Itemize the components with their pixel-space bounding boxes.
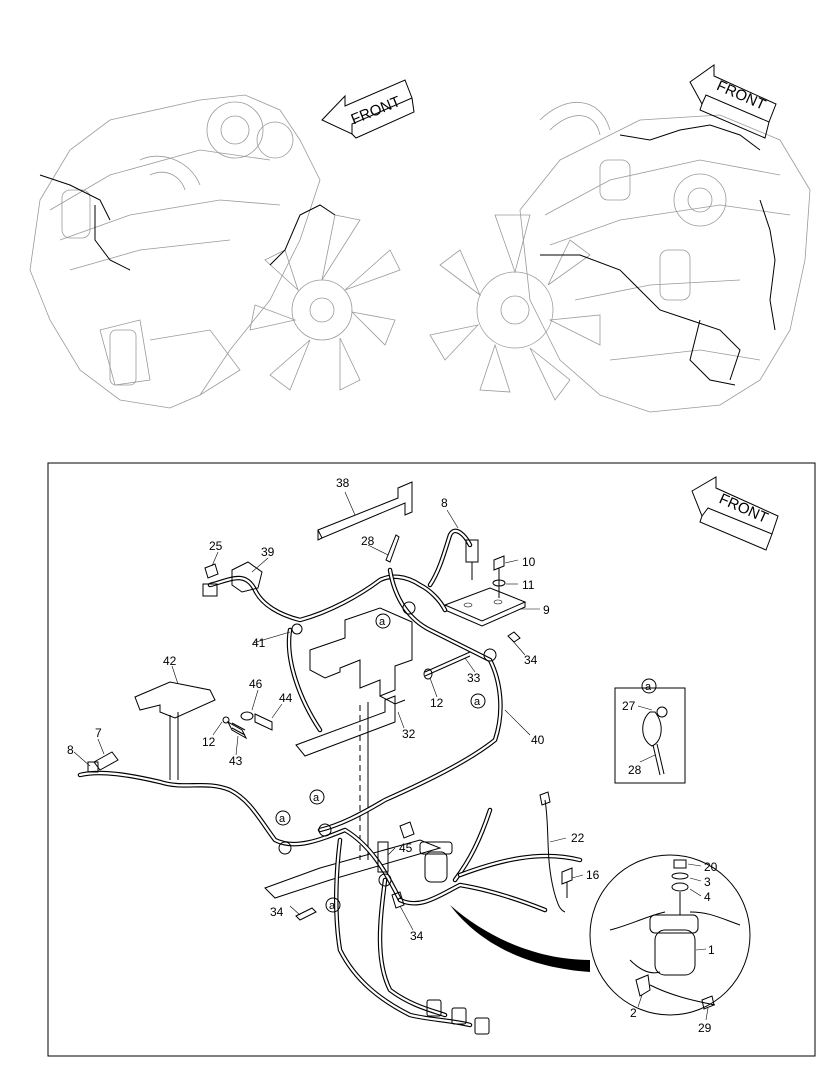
callout-8: 8 <box>67 743 74 757</box>
detail-mark-a: a <box>474 696 481 708</box>
callout-38: 38 <box>336 476 350 490</box>
detail-mark-a: a <box>313 792 320 804</box>
callout-16: 16 <box>586 868 600 882</box>
callout-34: 34 <box>524 653 538 667</box>
callout-2: 2 <box>630 1006 637 1020</box>
wire-harness <box>77 528 583 1028</box>
callout-41: 41 <box>252 636 266 650</box>
bracket-32 <box>309 607 413 697</box>
callout-11: 10 <box>522 555 536 569</box>
callout-12: 11 <box>522 578 535 592</box>
callout-34: 34 <box>410 929 424 943</box>
callout-33: 33 <box>467 671 481 685</box>
relay-detail-circle <box>589 854 751 1016</box>
callout-43: 43 <box>229 754 243 768</box>
detail-frame <box>47 462 816 1057</box>
callout-29: 29 <box>698 1021 712 1035</box>
callout-labels: 38 8 28 25 39 10 11 9 41 34 33 42 46 44 … <box>67 476 718 1035</box>
engine-view-left: FRONT <box>29 79 415 409</box>
callout-22: 22 <box>571 831 585 845</box>
front-arrow-detail: FRONT <box>691 476 779 551</box>
callout-34: 34 <box>270 905 284 919</box>
callout-28: 28 <box>628 763 642 777</box>
callout-25: 25 <box>209 539 223 553</box>
plate-10 <box>443 587 527 622</box>
bracket-38 <box>317 481 413 539</box>
bracket-40 <box>295 695 396 757</box>
callout-1: 1 <box>708 943 715 957</box>
callout-28: 28 <box>361 534 375 548</box>
front-arrow-top-right: FRONT <box>689 64 777 139</box>
callout-20: 20 <box>704 860 718 874</box>
callout-3: 3 <box>704 875 711 889</box>
callout-9: 8 <box>441 496 448 510</box>
front-arrow-top-left: FRONT <box>321 79 415 139</box>
front-label: FRONT <box>716 490 770 527</box>
callout-45: 45 <box>399 841 413 855</box>
leader-lines <box>73 491 709 1021</box>
bracket-42 <box>134 681 216 719</box>
callout-32: 32 <box>402 727 416 741</box>
detail-marks: a a a a a a <box>275 613 657 913</box>
callout-4: 4 <box>704 890 711 904</box>
callout-7: 7 <box>95 726 102 740</box>
detail-a-box <box>614 687 686 784</box>
detail-mark-a: a <box>279 813 286 825</box>
detail-mark-a: a <box>645 681 652 693</box>
callout-42: 42 <box>163 654 177 668</box>
front-label: FRONT <box>714 77 768 114</box>
callout-46: 46 <box>249 677 263 691</box>
front-label: FRONT <box>349 93 403 128</box>
engine-view-right: FRONT <box>429 64 811 413</box>
callout-12: 12 <box>202 735 216 749</box>
callout-44: 44 <box>279 691 293 705</box>
callout-27: 27 <box>622 699 636 713</box>
detail-mark-a: a <box>379 616 386 628</box>
callout-10: 9 <box>543 603 550 617</box>
callout-40: 40 <box>531 733 545 747</box>
callout-39: 39 <box>261 545 275 559</box>
callout-12: 12 <box>430 696 444 710</box>
detail-mark-a: a <box>329 900 336 912</box>
